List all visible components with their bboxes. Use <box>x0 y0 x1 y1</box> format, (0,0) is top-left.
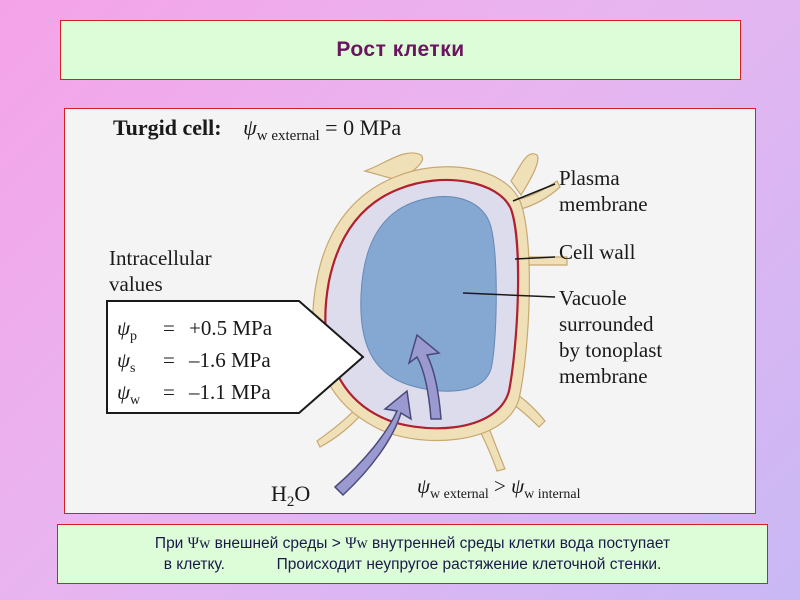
psi-inequality: ψw external > ψw internal <box>417 474 581 502</box>
caption-line-1: При Ψw внешней среды > Ψw внутренней сре… <box>155 533 670 554</box>
psi-p-equals: = <box>163 316 175 340</box>
psi-p-symbol: ψp <box>117 316 137 344</box>
diagram-heading: Turgid cell: ψw external = 0 MPa <box>113 115 401 144</box>
plasma-membrane-label-1: Plasma <box>559 166 620 190</box>
vacuole-label-1: Vacuole <box>559 286 627 310</box>
psi-w-symbol: ψw <box>117 380 141 408</box>
psi-s-value: –1.6 MPa <box>188 348 271 372</box>
slide-title-box: Рост клетки <box>60 20 741 80</box>
intracellular-label: Intracellular <box>109 246 212 270</box>
diagram-panel: Turgid cell: ψw external = 0 MPa Intrace… <box>64 108 756 514</box>
cell-wall-label: Cell wall <box>559 240 636 264</box>
label-pointer-lines <box>462 183 556 298</box>
caption-text-post: внутренней среды клетки вода поступает <box>367 535 671 552</box>
psi-w-equals: = <box>163 380 175 404</box>
vacuole-label-3: by tonoplast <box>559 338 662 362</box>
psi-w-value: –1.1 MPa <box>188 380 271 404</box>
turgid-cell-diagram: Turgid cell: ψw external = 0 MPa Intrace… <box>106 115 662 510</box>
psi-s-symbol: ψs <box>117 348 136 376</box>
psi-p-value: +0.5 MPa <box>189 316 273 340</box>
slide-title: Рост клетки <box>336 38 465 61</box>
values-callout <box>106 300 365 414</box>
water-label: H2O <box>271 481 310 510</box>
vacuole <box>360 196 497 392</box>
psi-s-equals: = <box>163 348 175 372</box>
vacuole-label-2: surrounded <box>559 312 654 336</box>
values-label: values <box>109 272 163 296</box>
water-arrow-lower <box>333 389 412 497</box>
caption-box: При Ψw внешней среды > Ψw внутренней сре… <box>57 524 768 584</box>
caption-text-pre: При <box>154 535 188 552</box>
psi-symbol-external: Ψw <box>187 535 211 552</box>
caption-line-2: в клетку. Происходит неупругое растяжени… <box>163 556 662 573</box>
water-arrow-upper <box>407 333 442 420</box>
psi-symbol-internal: Ψw <box>345 535 368 552</box>
caption-text-mid: внешней среды > <box>210 535 346 552</box>
vacuole-label-4: membrane <box>559 364 648 388</box>
plasma-membrane-label-2: membrane <box>559 192 648 216</box>
